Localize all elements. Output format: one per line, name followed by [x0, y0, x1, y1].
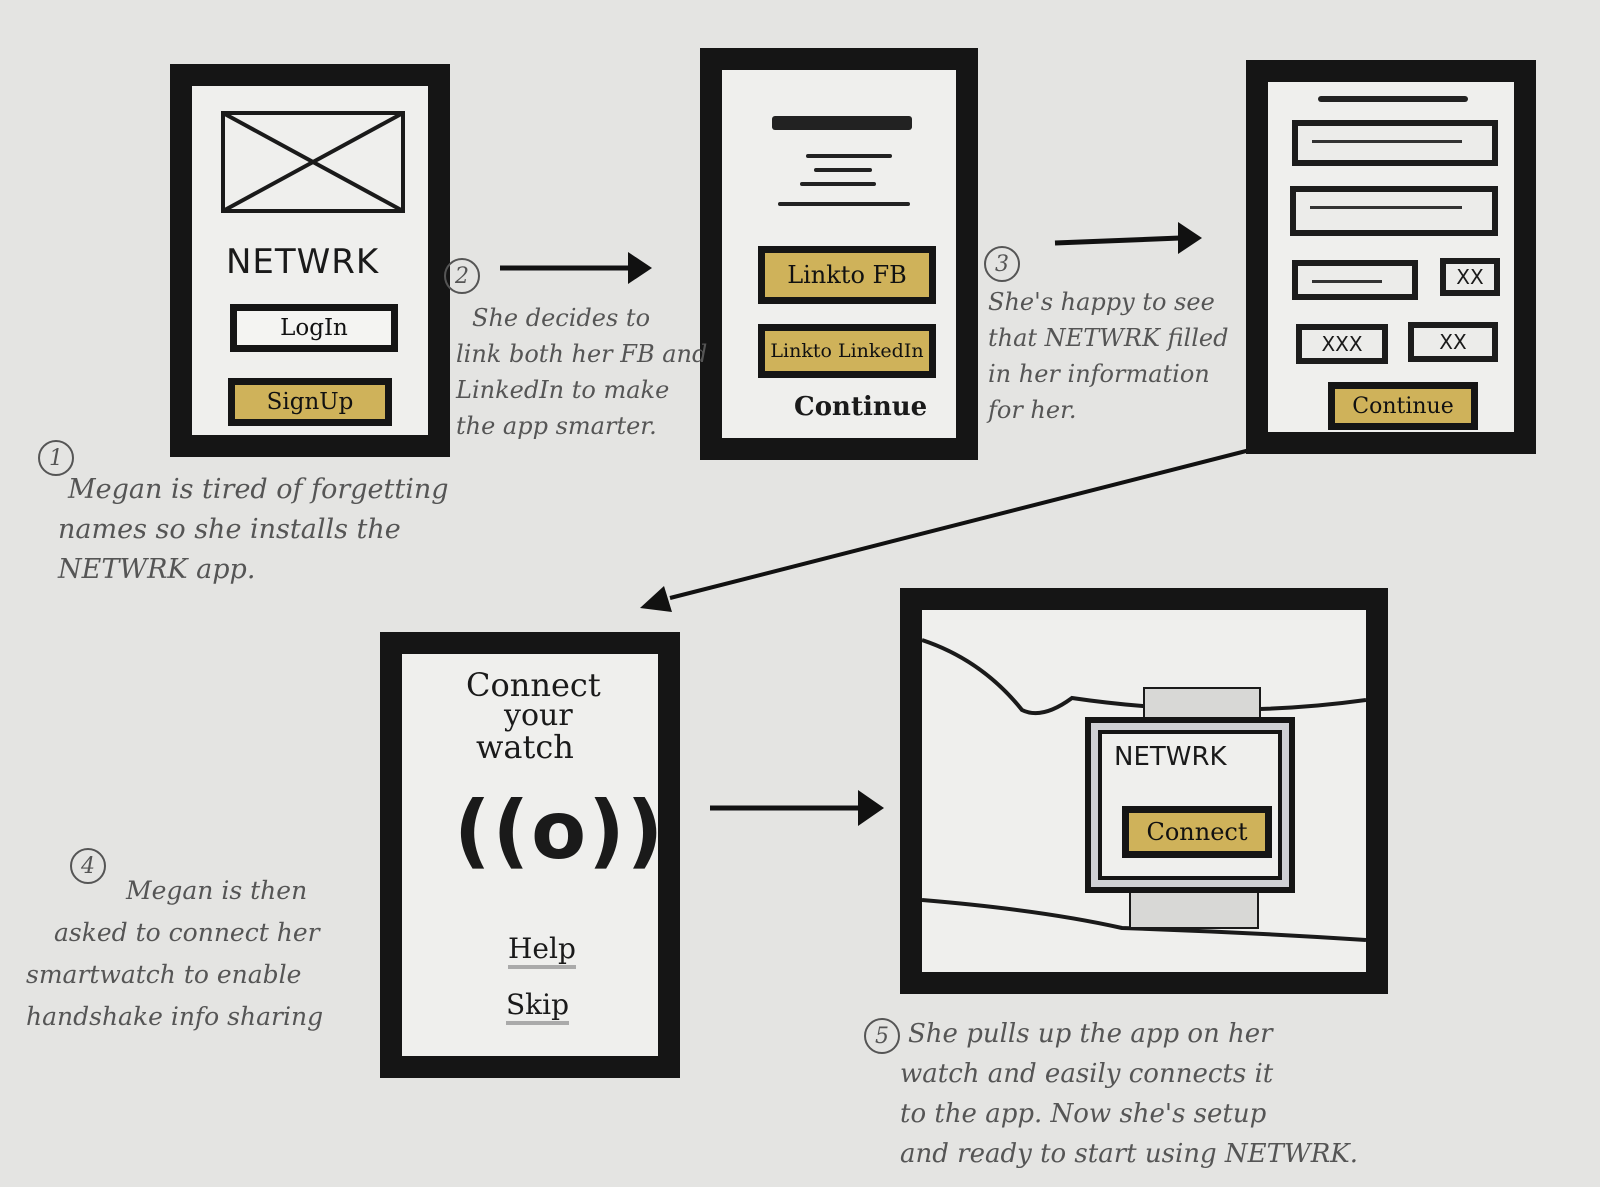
- note-5: She pulls up the app on her watch and ea…: [900, 1014, 1358, 1174]
- help-link[interactable]: Help: [508, 932, 576, 969]
- note-line: and ready to start using NETWRK.: [900, 1139, 1358, 1169]
- arrow-1-to-2: [500, 252, 652, 284]
- note-line: watch and easily connects it: [900, 1059, 1274, 1089]
- note-2: She decides to link both her FB and Link…: [456, 300, 707, 444]
- skip-link[interactable]: Skip: [506, 988, 570, 1025]
- heading-placeholder: [772, 116, 912, 130]
- form-field-3[interactable]: [1292, 260, 1418, 300]
- field-value: XX: [1456, 265, 1484, 289]
- note-line: She's happy to see: [988, 288, 1215, 316]
- signup-button[interactable]: SignUp: [228, 378, 392, 426]
- note-3: She's happy to see that NETWRK filled in…: [988, 284, 1228, 428]
- login-button[interactable]: LogIn: [230, 304, 398, 352]
- form-field-small-3[interactable]: XX: [1408, 322, 1498, 362]
- screen-3-profile-form: XX XXX XX Continue: [1246, 60, 1536, 454]
- arrow-3-to-4: [640, 448, 1251, 612]
- screen-1-welcome: NETWRK LogIn SignUp: [170, 64, 450, 457]
- connect-title-line: your: [504, 698, 573, 733]
- note-line: for her.: [988, 396, 1077, 424]
- note-line: NETWRK app.: [58, 554, 256, 585]
- note-line: to the app. Now she's setup: [900, 1099, 1267, 1129]
- note-line: link both her FB and: [456, 340, 708, 368]
- note-line: the app smarter.: [456, 412, 657, 440]
- text-placeholder-line: [814, 168, 872, 172]
- step-number-5: 5: [864, 1018, 900, 1054]
- arrow-4-to-5: [710, 790, 884, 826]
- step-number-2: 2: [444, 258, 480, 294]
- link-fb-button[interactable]: Linkto FB: [758, 246, 936, 304]
- note-1: Megan is tired of forgetting names so sh…: [58, 470, 449, 590]
- signal-icon: ((o)): [454, 784, 666, 877]
- screen-5-watch-scene: NETWRK Connect: [900, 588, 1388, 994]
- form-field-1[interactable]: [1292, 120, 1498, 166]
- continue-button[interactable]: Continue: [1328, 382, 1478, 430]
- note-line: that NETWRK filled: [988, 324, 1229, 352]
- form-field-2[interactable]: [1290, 186, 1498, 236]
- heading-placeholder: [1318, 96, 1468, 102]
- note-line: Megan is tired of forgetting: [68, 474, 449, 505]
- connect-button[interactable]: Connect: [1122, 806, 1272, 858]
- note-line: in her information: [988, 360, 1210, 388]
- note-line: smartwatch to enable: [26, 960, 302, 989]
- text-placeholder-line: [778, 202, 910, 206]
- link-linkedin-button[interactable]: Linkto LinkedIn: [758, 324, 936, 378]
- watch-app-name: NETWRK: [1114, 742, 1227, 772]
- note-line: She pulls up the app on her: [908, 1019, 1273, 1049]
- connect-title-line: watch: [476, 728, 574, 766]
- step-number-4: 4: [70, 848, 106, 884]
- screen-4-connect-watch: Connect your watch ((o)) Help Skip: [380, 632, 680, 1078]
- arrow-2-to-3: [1054, 222, 1202, 254]
- note-line: asked to connect her: [54, 918, 320, 947]
- field-value: XXX: [1321, 332, 1363, 356]
- connect-title-line: Connect: [466, 666, 601, 704]
- note-line: LinkedIn to make: [456, 376, 670, 404]
- field-value: XX: [1439, 330, 1467, 354]
- continue-link[interactable]: Continue: [794, 392, 928, 422]
- note-line: handshake info sharing: [26, 1002, 324, 1031]
- step-number-3: 3: [984, 246, 1020, 282]
- text-placeholder-line: [806, 154, 892, 158]
- note-4: Megan is then asked to connect her smart…: [26, 870, 323, 1038]
- step-number-1: 1: [38, 440, 74, 476]
- image-placeholder-icon: [221, 111, 405, 213]
- text-placeholder-line: [800, 182, 876, 186]
- note-line: Megan is then: [126, 876, 308, 905]
- app-name: NETWRK: [226, 242, 380, 282]
- note-line: names so she installs the: [58, 514, 401, 545]
- form-field-small-2[interactable]: XXX: [1296, 324, 1388, 364]
- note-line: She decides to: [472, 304, 651, 332]
- screen-2-link-accounts: Linkto FB Linkto LinkedIn Continue: [700, 48, 978, 460]
- form-field-small-1[interactable]: XX: [1440, 258, 1500, 296]
- wrist-illustration: [922, 638, 1366, 942]
